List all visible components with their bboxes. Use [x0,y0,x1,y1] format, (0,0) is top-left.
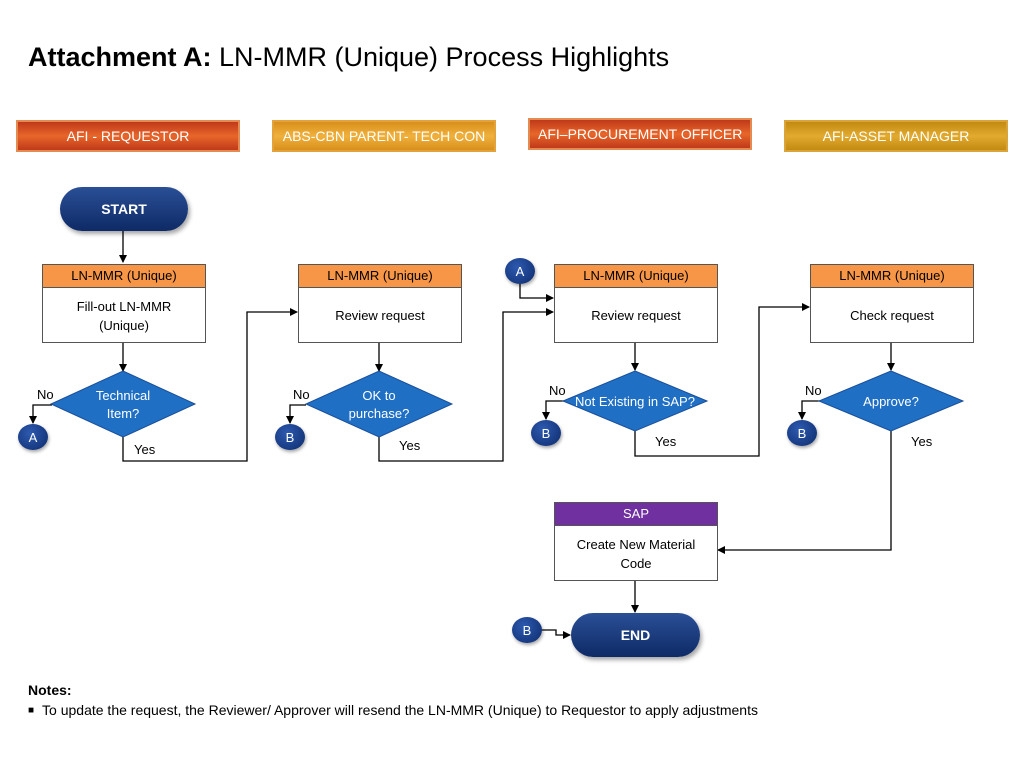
no-label: No [549,383,566,398]
process-body: Check request [850,308,934,323]
connector-b-end: B [512,617,542,643]
process-review-request-procurement: LN-MMR (Unique) Review request [554,264,718,343]
decision-label-approve: Approve? [863,394,919,409]
process-body: Fill-out LN-MMR (Unique) [76,298,172,333]
lane-abs-cbn-tech-con: ABS-CBN PARENT- TECH CON [272,120,496,152]
start-terminal: START [60,187,188,231]
process-header: LN-MMR (Unique) [555,265,717,288]
yes-label: Yes [655,434,677,449]
decision-diamond-not-existing-in-sap [561,370,709,432]
process-check-request: LN-MMR (Unique) Check request [810,264,974,343]
decision-diamond-approve [817,370,965,432]
connector-a-entry: A [505,258,535,284]
decision-diamond-technical-item [49,370,197,438]
decision-label-not-existing-in-sap: Not Existing in SAP? [575,394,695,409]
decision-diamond-ok-to-purchase [304,370,454,438]
process-body: Review request [335,308,425,323]
process-header: LN-MMR (Unique) [811,265,973,288]
process-body: Create New Material Code [576,536,696,571]
connector-b: B [275,424,305,450]
decision-label-ok-to-purchase: OK to purchase? [348,388,410,421]
yes-label: Yes [911,434,933,449]
yes-label: Yes [134,442,156,457]
process-header: LN-MMR (Unique) [43,265,205,288]
lane-afi-asset-manager: AFI-ASSET MANAGER [784,120,1008,152]
connector-b: B [787,420,817,446]
process-header: LN-MMR (Unique) [299,265,461,288]
decision-label-technical-item: Technical Item? [95,388,151,421]
lane-afi-procurement-officer: AFI–PROCUREMENT OFFICER [528,118,752,150]
notes-title: Notes: [28,682,72,698]
process-fill-out-ln-mmr: LN-MMR (Unique) Fill-out LN-MMR (Unique) [42,264,206,343]
lane-afi-requestor: AFI - REQUESTOR [16,120,240,152]
yes-label: Yes [399,438,421,453]
page-title: Attachment A: LN-MMR (Unique) Process Hi… [28,42,670,72]
no-label: No [37,387,54,402]
end-terminal: END [571,613,700,657]
process-body: Review request [591,308,681,323]
connector-b: B [531,420,561,446]
bullet-icon: ■ [28,705,35,716]
connector-a: A [18,424,48,450]
no-label: No [805,383,822,398]
notes-item: ■To update the request, the Reviewer/ Ap… [28,702,758,718]
no-label: No [293,387,310,402]
process-create-new-material-code: SAP Create New Material Code [554,502,718,581]
process-header: SAP [555,503,717,526]
process-review-request-tech-con: LN-MMR (Unique) Review request [298,264,462,343]
